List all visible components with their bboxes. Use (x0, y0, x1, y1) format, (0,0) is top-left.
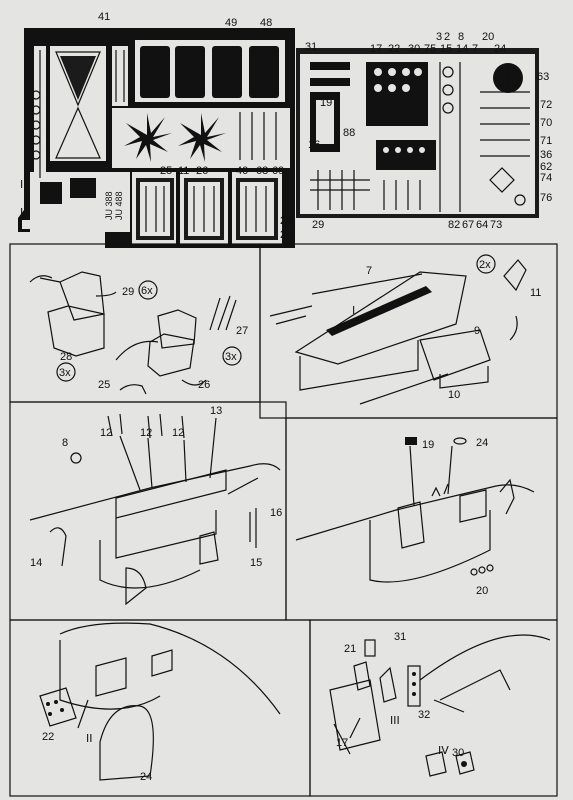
label-71: 71 (540, 135, 552, 147)
label-88: 88 (343, 127, 355, 139)
label-14: 14 (456, 43, 468, 55)
step6-label-31: 31 (394, 631, 406, 643)
label-70: 70 (540, 117, 552, 129)
label-7: 7 (472, 43, 478, 55)
step-1-seats: 29 6x 28 3x 27 3x 25 26 (29, 271, 248, 395)
label-26: 26 (196, 165, 208, 177)
label-roman-2: II (20, 178, 27, 191)
step5-label-roman-2: II (86, 732, 93, 745)
label-ju488: JU 488 (114, 191, 124, 220)
label-62: 62 (540, 161, 552, 173)
label-31: 31 (305, 41, 317, 53)
panel-borders (9, 243, 558, 797)
label-20: 20 (482, 31, 494, 43)
label-41: 41 (98, 11, 110, 23)
step2-mult-2x: 2x (479, 259, 491, 271)
step2-label-9: 9 (474, 325, 480, 337)
label-ju388: JU 388 (104, 191, 114, 220)
label-48: 48 (260, 17, 272, 29)
label-2: 2 (444, 31, 450, 43)
step3-label-13: 13 (210, 405, 222, 417)
step3-label-15: 15 (250, 557, 262, 569)
label-25: 25 (160, 165, 172, 177)
step3-label-12b: 12 (140, 427, 152, 439)
label-73: 73 (490, 219, 502, 231)
step-4-cockpit-parts: 19 24 20 (295, 437, 535, 597)
label-72: 72 (540, 99, 552, 111)
step6-label-32: 32 (418, 709, 430, 721)
step-5-instrument-panel: 22 II 24 (39, 622, 281, 783)
label-3: 3 (436, 31, 442, 43)
step1-label-28: 28 (60, 351, 72, 363)
step5-label-22: 22 (42, 731, 54, 743)
label-49: 49 (225, 17, 237, 29)
step-6-nose-assembly: 31 21 32 III 17 IV 30 (329, 631, 551, 777)
label-30: 30 (408, 43, 420, 55)
step3-label-14: 14 (30, 557, 42, 569)
step6-label-roman-4: IV (438, 744, 449, 757)
label-75: 75 (424, 43, 436, 55)
step6-label-21: 21 (344, 643, 356, 655)
label-47: 47 (58, 111, 70, 123)
label-8: 8 (458, 31, 464, 43)
label-76: 76 (540, 192, 552, 204)
step4-label-19: 19 (422, 439, 434, 451)
step6-label-17: 17 (336, 737, 348, 749)
label-63: 63 (537, 71, 549, 83)
step2-label-7: 7 (366, 265, 372, 277)
label-69: 69 (272, 165, 284, 177)
step3-label-12c: 12 (172, 427, 184, 439)
label-11: 11 (178, 165, 189, 177)
label-27: 27 (280, 229, 292, 241)
step1-mult-6x: 6x (141, 285, 153, 297)
label-24: 24 (494, 43, 506, 55)
step1-mult-3x-a: 3x (59, 367, 71, 379)
step2-label-11: 11 (530, 287, 541, 299)
label-roman-1: I (20, 206, 23, 219)
step3-label-8: 8 (62, 437, 68, 449)
label-68: 68 (256, 165, 268, 177)
step2-label-10: 10 (448, 389, 460, 401)
label-22: 22 (388, 43, 400, 55)
label-29: 29 (312, 219, 324, 231)
label-26b: 26 (280, 215, 292, 227)
label-67: 67 (462, 219, 474, 231)
label-64: 64 (476, 219, 488, 231)
step4-label-24: 24 (476, 437, 488, 449)
step3-label-12a: 12 (100, 427, 112, 439)
label-36: 36 (540, 149, 552, 161)
step3-label-16: 16 (270, 507, 282, 519)
step-2-cockpit-tub: 7 I 2x 11 9 10 (269, 254, 541, 405)
step1-label-29: 29 (122, 286, 134, 298)
step-3-fuselage-detail: 8 12 12 12 13 14 16 15 (29, 405, 282, 606)
step6-label-roman-3: III (390, 714, 400, 727)
step1-label-25: 25 (98, 379, 110, 391)
step1-label-26: 26 (198, 379, 210, 391)
step1-mult-3x-b: 3x (225, 351, 237, 363)
step2-label-roman-1: I (352, 304, 355, 317)
label-15: 15 (440, 43, 452, 55)
photo-etch-fret: 41 49 48 31 17 22 30 75 15 3 2 8 14 7 20… (18, 11, 552, 248)
label-16: 16 (308, 139, 320, 151)
step6-label-30: 30 (452, 747, 464, 759)
label-82: 82 (448, 219, 460, 231)
step4-label-20: 20 (476, 585, 488, 597)
step5-label-24: 24 (140, 771, 152, 783)
label-19: 19 (320, 97, 332, 109)
label-17: 17 (370, 43, 382, 55)
label-40: 40 (236, 165, 248, 177)
label-74: 74 (540, 172, 552, 184)
step1-label-27: 27 (236, 325, 248, 337)
